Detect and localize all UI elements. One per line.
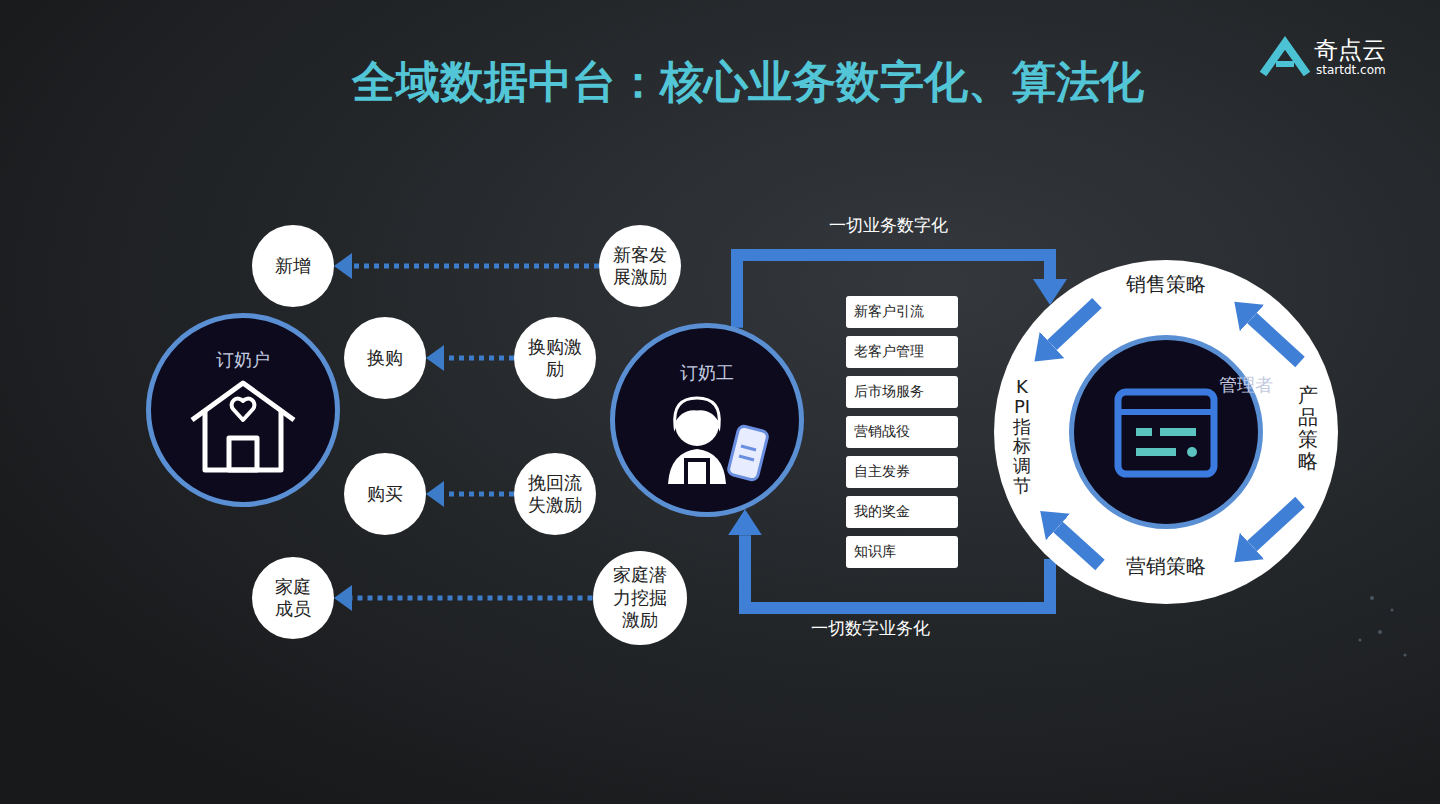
worker-circle: 订奶工 [610,323,804,517]
node-label: 订奶工 [615,362,799,384]
brand-url: startdt.com [1316,63,1386,77]
node-label: 换购激励 [526,336,584,381]
result-circle: 换购 [344,317,426,399]
result-circle: 新增 [252,225,334,307]
flow-arrow [745,535,1050,608]
worker-icon [668,398,769,484]
node-label: 后市场服务 [854,383,924,401]
node-label: 家庭成员 [273,576,313,621]
cycle-arrows [1052,303,1300,565]
incentive-arrow [352,264,599,269]
house-icon [192,383,294,470]
feature-box: 知识库 [846,536,958,568]
incentive-arrow [352,595,593,600]
result-circle: 购买 [344,453,426,535]
feature-box: 自主发券 [846,456,958,488]
feature-box: 我的奖金 [846,496,958,528]
strategy-label: 产品策略 [1298,384,1318,472]
strategy-label: KPI指标调节 [1013,377,1031,496]
node-label: 老客户管理 [854,343,924,361]
strategy-ring: 销售策略产品策略营销策略 KPI指标调节 管理者 [994,260,1338,604]
result-circle: 家庭成员 [252,557,334,639]
logo-icon [1263,43,1307,74]
node-label: 知识库 [854,543,896,561]
node-label: 换购 [356,347,414,370]
node-label: 购买 [356,483,414,506]
node-label: 营销战役 [854,423,910,441]
flow-arrow [737,255,1050,328]
node-label: 家庭潜力挖掘激励 [611,564,669,632]
incentive-arrow [444,492,514,497]
strategy-label: 销售策略 [1126,271,1206,298]
brand-name: 奇点云 [1314,34,1386,66]
edge-label: 一切业务数字化 [829,214,948,237]
feature-box: 营销战役 [846,416,958,448]
node-label: 管理者 [1219,374,1273,396]
slide-title: 全域数据中台：核心业务数字化、算法化 [250,54,1246,110]
feature-box: 后市场服务 [846,376,958,408]
customer-circle: 订奶户 [146,313,340,507]
node-label: 挽回流失激励 [526,472,584,517]
incentive-circle: 新客发展激励 [599,225,681,307]
feature-box: 老客户管理 [846,336,958,368]
strategy-label: 营销策略 [1126,553,1206,580]
incentive-circle: 挽回流失激励 [514,453,596,535]
node-label: 新增 [264,255,322,278]
node-label: 新客户引流 [854,303,924,321]
manager-circle: 管理者 [1069,335,1263,529]
background-dots [1359,596,1407,657]
node-label: 我的奖金 [854,503,910,521]
node-label: 自主发券 [854,463,910,481]
incentive-circle: 换购激励 [514,317,596,399]
incentive-circle: 家庭潜力挖掘激励 [593,551,688,646]
dashboard-icon [1118,392,1214,474]
node-label: 订奶户 [151,349,335,371]
node-label: 新客发展激励 [611,244,669,289]
edge-label: 一切数字业务化 [811,617,930,640]
feature-box: 新客户引流 [846,296,958,328]
incentive-arrow [444,356,514,361]
